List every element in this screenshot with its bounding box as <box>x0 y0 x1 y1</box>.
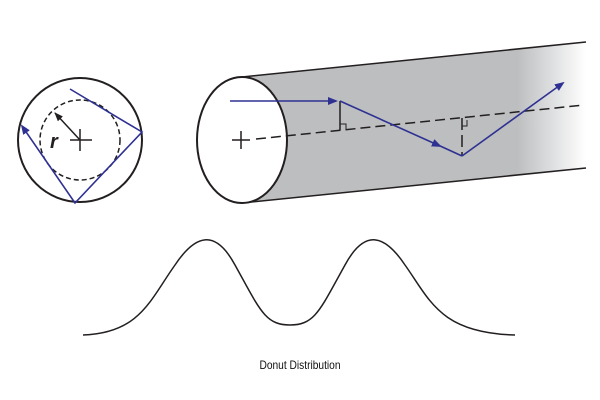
donut-profile-curve <box>82 239 516 336</box>
center-cross-icon <box>70 129 92 151</box>
fiber-cylinder <box>196 41 587 204</box>
radius-arrow <box>54 112 81 141</box>
ray-out <box>461 81 565 157</box>
radius-label: r <box>50 131 59 153</box>
cross-section: r <box>17 77 144 205</box>
caption: Donut Distribution <box>259 358 341 372</box>
fiber-axis <box>255 104 585 140</box>
ray-path-cross <box>20 88 144 205</box>
axis-cross-icon <box>232 131 250 149</box>
